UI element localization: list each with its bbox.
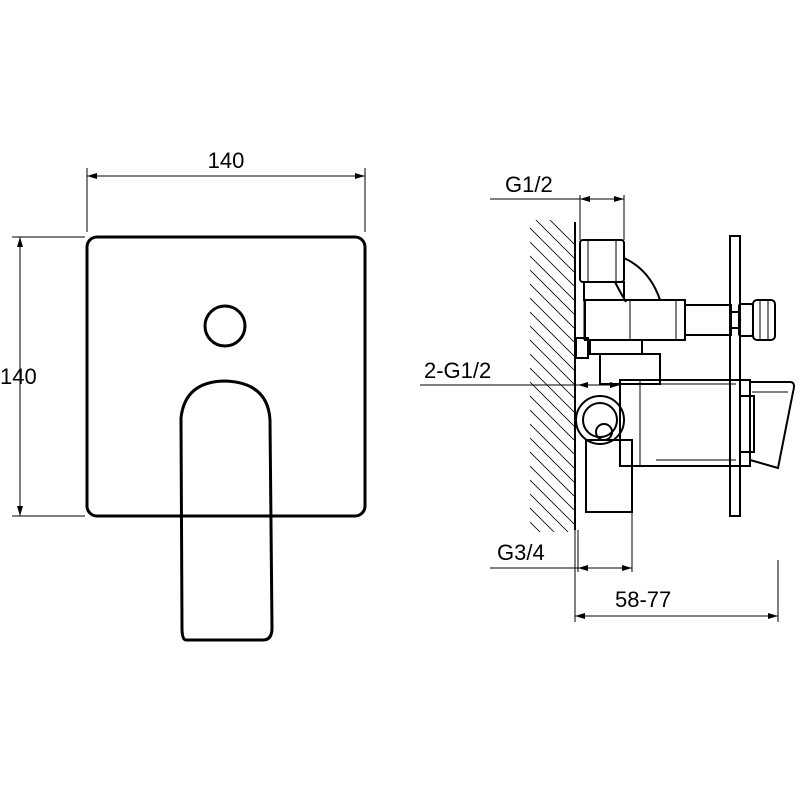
top-connection-dimension: G1/2: [490, 172, 625, 240]
diverter-knob: [203, 304, 247, 348]
height-dimension: 140: [0, 236, 85, 517]
front-view: 140 140: [0, 148, 367, 642]
side-view: G1/2 2-G1/2 G3/4 58-77: [420, 172, 795, 622]
depth-dimension: 58-77: [574, 530, 779, 622]
middle-connection-dimension: 2-G1/2: [420, 358, 620, 388]
middle-connection-label: 2-G1/2: [424, 358, 491, 383]
depth-range-label: 58-77: [615, 587, 671, 612]
bottom-connection-dimension: G3/4: [490, 510, 633, 572]
wall-hatching: [530, 220, 574, 532]
height-label: 140: [0, 364, 37, 389]
valve-body: [575, 235, 795, 517]
lever-handle: [179, 379, 274, 642]
cover-plate: [85, 235, 367, 518]
bottom-connection-label: G3/4: [497, 540, 545, 565]
width-label: 140: [208, 148, 245, 173]
top-connection-label: G1/2: [505, 172, 553, 197]
width-dimension: 140: [86, 148, 366, 232]
